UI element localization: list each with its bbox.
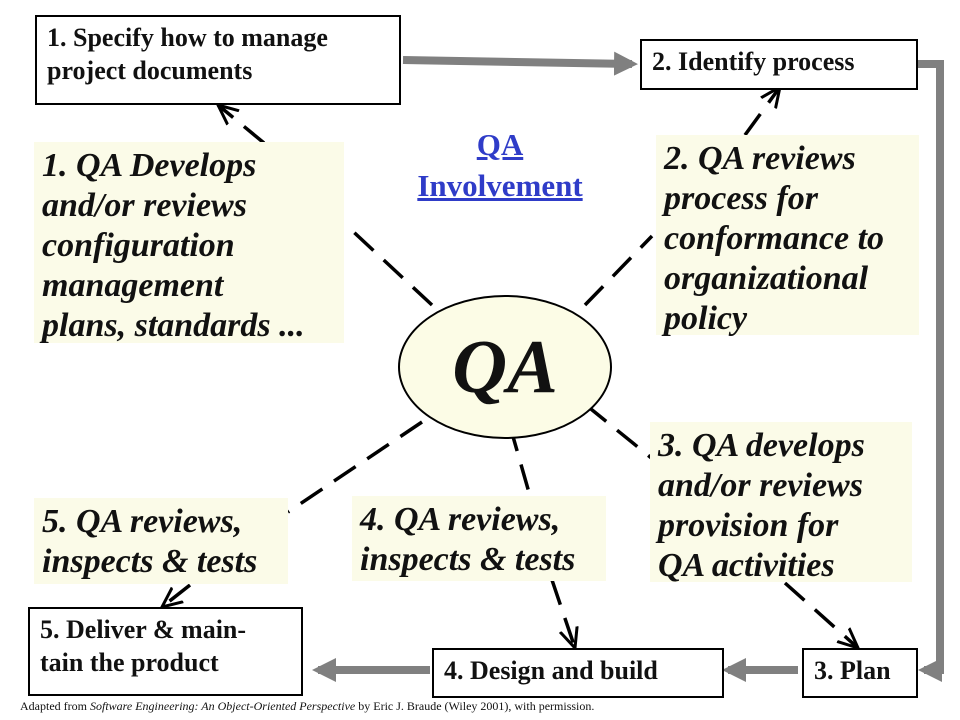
step-1-line2: project documents [47, 56, 253, 85]
qa-note-2: 2. QA reviews process for conformance to… [656, 135, 919, 337]
qa-note-1: 1. QA Develops and/or reviews configurat… [34, 142, 344, 344]
flow-arrow-2-to-3 [918, 60, 944, 682]
qa-note-3-line: provision for [658, 507, 839, 544]
qa-note-1-line: 1. QA Develops [42, 147, 257, 184]
attribution-credit: Adapted from Software Engineering: An Ob… [20, 699, 700, 713]
qa-note-3: 3. QA develops and/or reviews provision … [650, 422, 912, 584]
qa-center-label: QA [452, 324, 558, 409]
qa-note-3-line: QA activities [658, 547, 835, 584]
qa-link-3-bottom [783, 581, 858, 648]
qa-link-5-top [287, 420, 423, 514]
step-4-label: 4. Design and build [444, 656, 658, 685]
qa-link-1-bottom [343, 222, 434, 307]
qa-note-2-line: policy [664, 300, 748, 337]
qa-note-2-line: process for [664, 180, 818, 217]
credit-prefix: Adapted from [20, 699, 90, 713]
qa-link-1-top [218, 105, 266, 145]
qa-note-2-line: organizational [664, 260, 869, 297]
step-5-line1: 5. Deliver & main- [40, 615, 247, 644]
qa-note-3-line: 3. QA develops [658, 427, 865, 464]
qa-note-1-line: and/or reviews [42, 187, 247, 224]
step-2-label: 2. Identify process [652, 47, 855, 76]
qa-link-5-bottom [162, 583, 192, 607]
qa-note-1-line: management [42, 267, 224, 304]
qa-note-1-line: plans, standards ... [42, 307, 305, 344]
credit-suffix: by Eric J. Braude (Wiley 2001), with per… [355, 699, 595, 713]
qa-link-2-top [743, 87, 780, 137]
qa-note-2-line: 2. QA reviews [664, 140, 856, 177]
step-2-identify-process: 2. Identify process [640, 39, 918, 90]
credit-book-title: Software Engineering: An Object-Oriented… [89, 699, 356, 713]
qa-note-3-line: and/or reviews [658, 467, 863, 504]
qa-involvement-line1: QA [476, 127, 524, 162]
qa-note-5-line: inspects & tests [42, 543, 258, 580]
step-3-label: 3. Plan [814, 656, 891, 685]
qa-involvement-title: QA Involvement [400, 124, 600, 206]
step-1-line1: 1. Specify how to manage [47, 23, 328, 52]
qa-link-3-top [584, 403, 662, 467]
qa-note-4-line: inspects & tests [360, 541, 576, 578]
qa-link-4-bottom [550, 579, 575, 648]
step-3-plan: 3. Plan [802, 648, 918, 698]
qa-note-4-line: 4. QA reviews, [360, 501, 561, 538]
qa-involvement-line2: Involvement [417, 168, 583, 203]
qa-note-4: 4. QA reviews, inspects & tests [352, 496, 606, 581]
qa-link-2-bottom [583, 234, 654, 307]
flow-arrow-1-to-2 [402, 51, 638, 76]
qa-note-2-line: conformance to [664, 220, 885, 257]
step-1-specify-documents: 1. Specify how to manage project documen… [35, 15, 401, 105]
step-5-line2: tain the product [40, 648, 219, 677]
qa-note-1-line: configuration [42, 227, 235, 264]
qa-note-5-line: 5. QA reviews, [42, 503, 243, 540]
qa-center-ellipse: QA [398, 295, 612, 439]
step-4-design-build: 4. Design and build [432, 648, 724, 698]
qa-note-5: 5. QA reviews, inspects & tests [34, 498, 288, 584]
step-5-deliver-maintain: 5. Deliver & main- tain the product [28, 607, 303, 696]
